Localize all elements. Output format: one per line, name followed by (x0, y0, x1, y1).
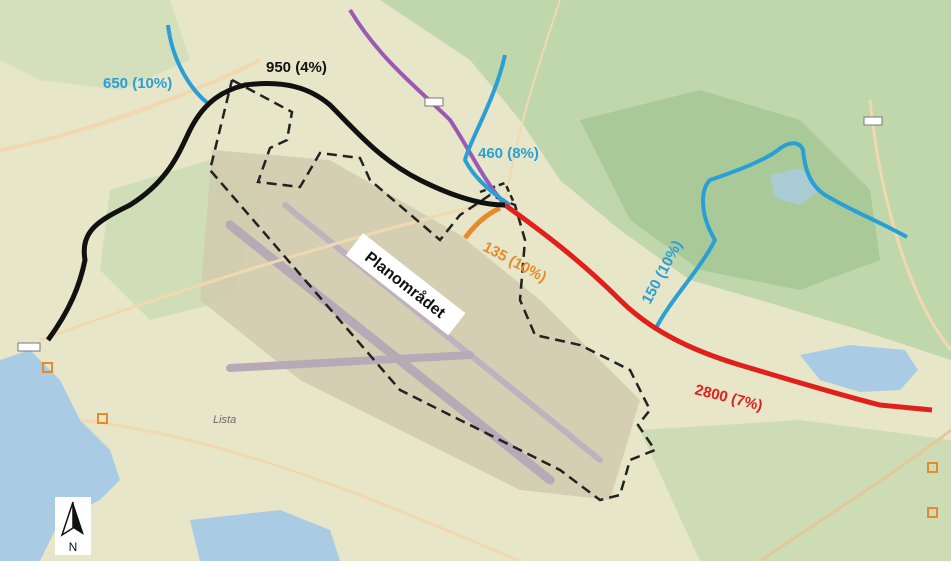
road-shield (863, 116, 883, 126)
red-route (503, 202, 933, 413)
label-blue-mid: 460 (8%) (478, 145, 539, 162)
plan-area-boundary (479, 181, 517, 206)
plan-area-label-bg (345, 233, 466, 336)
runway (282, 202, 603, 463)
forest-area (640, 420, 951, 561)
label-blue-left: 650 (10%) (103, 75, 172, 92)
road (39, 203, 481, 342)
road (759, 428, 951, 563)
black-route (45, 81, 506, 342)
purple-route (348, 8, 507, 207)
blue-route-mid (462, 54, 512, 207)
forest-area (0, 0, 190, 90)
road (79, 418, 521, 563)
compass-letter: N (69, 540, 78, 554)
label-place-lista: Lista (213, 414, 236, 426)
water-bay (190, 510, 340, 561)
forest-area (580, 90, 880, 290)
plan-area-boundary (208, 78, 657, 502)
road-shield (424, 97, 444, 107)
road (0, 58, 261, 152)
blue-route-left (166, 24, 212, 107)
water-sea (0, 350, 120, 561)
map-symbol (927, 462, 938, 473)
map-symbol (927, 507, 938, 518)
water-lake (800, 345, 918, 392)
map-symbol (97, 413, 108, 424)
road (504, 0, 561, 201)
airport-area (200, 150, 640, 500)
runway (226, 351, 474, 372)
road (868, 99, 951, 351)
road-shield (17, 342, 41, 352)
label-black-route: 950 (4%) (266, 59, 327, 76)
orange-route (463, 205, 502, 240)
runway (225, 220, 555, 485)
blue-route-right (653, 141, 908, 331)
compass-arrow-right (73, 502, 84, 535)
map-symbol (42, 362, 53, 373)
north-arrow-icon: N (55, 497, 91, 555)
